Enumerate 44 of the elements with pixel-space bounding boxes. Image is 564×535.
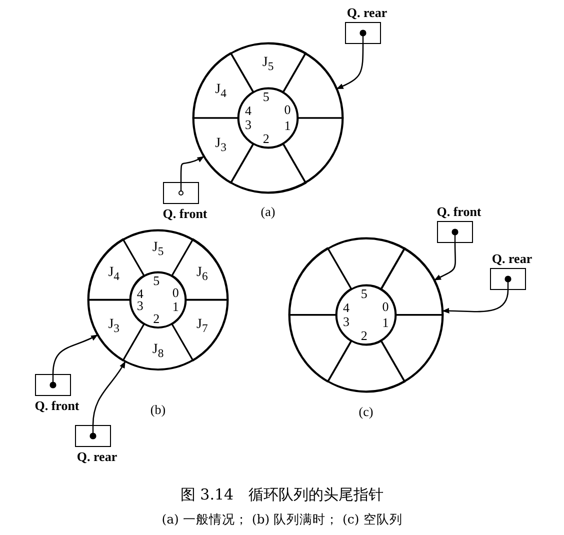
arrow xyxy=(52,334,98,374)
slot-index: 3 xyxy=(343,314,350,330)
slot-index: 1 xyxy=(172,299,179,316)
slot-index: 3 xyxy=(136,298,144,314)
queue-element-label: J$_{3}$ xyxy=(215,136,226,154)
slot-index: 2 xyxy=(153,310,160,327)
slot-index: 4 xyxy=(245,102,252,119)
subfigure-label: (a) xyxy=(260,204,276,220)
pointer-label: Q. rear xyxy=(492,251,532,267)
slot-index: 5 xyxy=(153,273,160,290)
pointer-label: Q. front xyxy=(34,398,80,414)
queue-element-label: J$_{4}$ xyxy=(215,82,226,100)
queue-element-label: J$_{3}$ xyxy=(108,316,120,334)
queue-element-label: J$_{5}$ xyxy=(262,54,274,72)
slot-index: 2 xyxy=(360,328,368,344)
slot-index: 5 xyxy=(262,89,270,106)
pointer-label: Q. front xyxy=(436,204,482,220)
slot-index: 0 xyxy=(172,284,179,301)
pointer-label: Q. front xyxy=(162,206,208,222)
pointer-label: Q. rear xyxy=(346,5,388,21)
arrow xyxy=(442,290,509,314)
subfigure-label: (c) xyxy=(358,404,374,420)
slot-index: 1 xyxy=(382,314,389,331)
slot-index: 4 xyxy=(136,286,144,301)
arrow xyxy=(180,156,204,182)
queue-element-label: J$_{8}$ xyxy=(152,342,164,360)
slot-index: 3 xyxy=(245,117,252,134)
queue-element-label: J$_{7}$ xyxy=(196,316,208,334)
slot-index: 2 xyxy=(262,130,270,147)
slot-index: 0 xyxy=(284,102,291,118)
figure-caption: (a) 一般情况； (b) 队列满时； (c) 空队列 xyxy=(162,512,402,528)
arrow xyxy=(336,44,364,90)
pointer-label: Q. rear xyxy=(76,449,118,465)
slot-index: 1 xyxy=(284,118,291,134)
queue-element-label: J$_{6}$ xyxy=(196,266,208,284)
figure-title: 图 3.14 循环队列的头尾指针 xyxy=(180,486,384,504)
arrow xyxy=(434,243,456,281)
slot-index: 4 xyxy=(343,300,350,316)
slot-index: 5 xyxy=(360,286,368,302)
queue-element-label: J$_{5}$ xyxy=(152,240,164,258)
slot-index: 0 xyxy=(382,299,389,316)
subfigure-label: (b) xyxy=(150,402,166,418)
queue-element-label: J$_{4}$ xyxy=(108,266,120,284)
arrow xyxy=(92,361,126,426)
